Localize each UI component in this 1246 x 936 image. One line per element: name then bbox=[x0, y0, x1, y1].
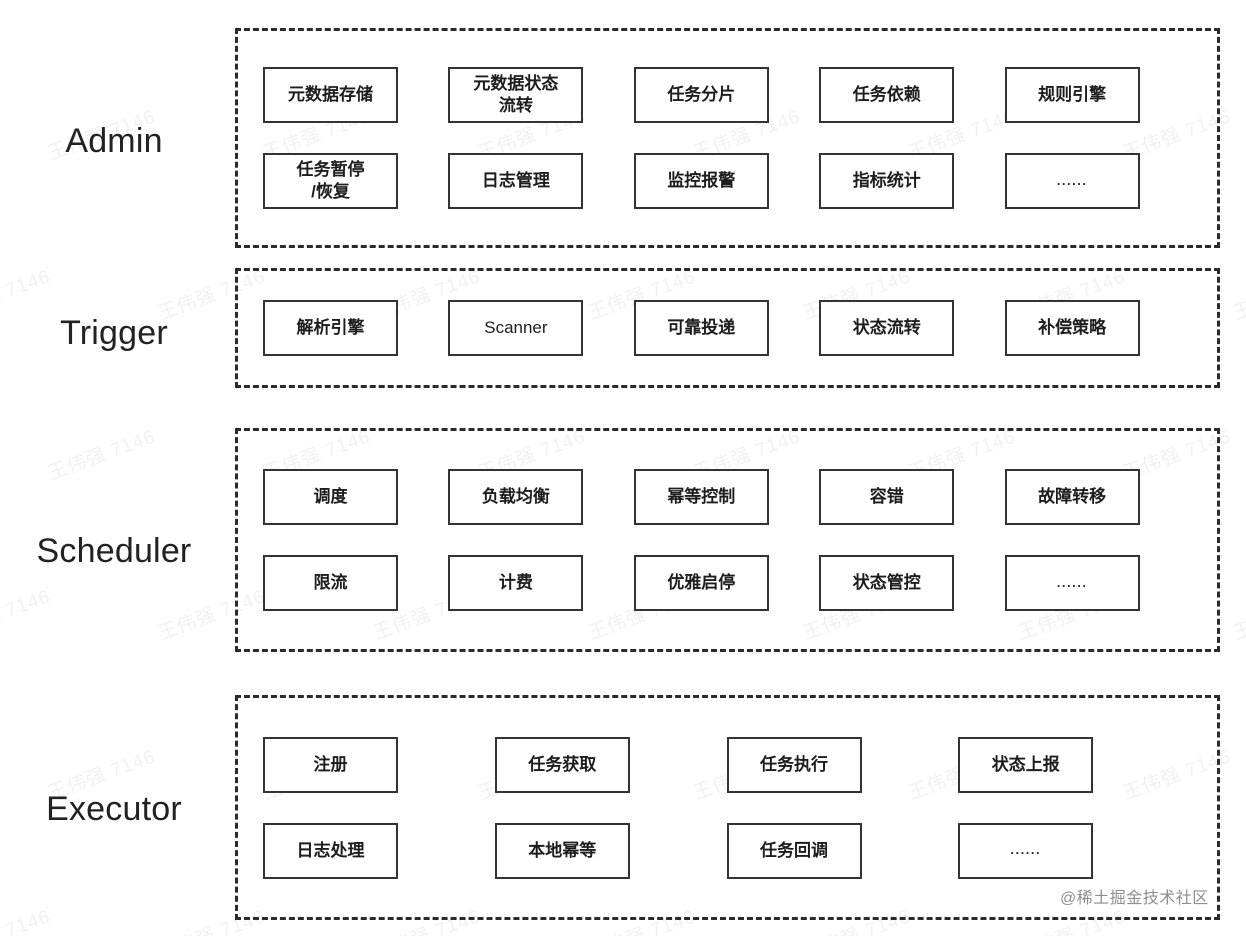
tier-row: 注册 任务获取 任务执行 状态上报 bbox=[263, 736, 1190, 793]
capability-node[interactable]: 日志管理 bbox=[448, 153, 584, 209]
node-cell: 容错 bbox=[819, 469, 1004, 525]
capability-node[interactable]: 任务执行 bbox=[726, 736, 862, 793]
node-cell: 日志管理 bbox=[448, 153, 633, 209]
tier-row: 日志处理 本地幂等 任务回调...... bbox=[263, 822, 1190, 879]
capability-node[interactable]: 负载均衡 bbox=[448, 469, 584, 525]
node-cell: 任务执行 bbox=[726, 736, 959, 793]
node-cell: 负载均衡 bbox=[448, 469, 633, 525]
node-cell: 补偿策略 bbox=[1004, 300, 1190, 356]
capability-node[interactable]: 任务获取 bbox=[494, 736, 630, 793]
node-cell: 元数据存储 bbox=[263, 67, 448, 123]
watermark-text: 王伟强 7146 bbox=[584, 0, 699, 5]
node-cell: 计费 bbox=[448, 555, 633, 611]
node-cell: 任务依赖 bbox=[819, 67, 1004, 123]
watermark-text: 王伟强 7146 bbox=[0, 0, 54, 5]
node-cell: 指标统计 bbox=[819, 153, 1004, 209]
watermark-text: 王伟强 7146 bbox=[1230, 266, 1246, 325]
node-cell: 任务暂停 /恢复 bbox=[263, 153, 448, 209]
watermark-text: 王伟强 7146 bbox=[1230, 586, 1246, 645]
node-cell: 任务回调 bbox=[726, 822, 959, 879]
capability-node[interactable]: 元数据状态 流转 bbox=[448, 67, 584, 123]
capability-node[interactable]: 限流 bbox=[263, 555, 398, 611]
capability-node[interactable]: 任务回调 bbox=[726, 822, 862, 879]
node-cell: 故障转移 bbox=[1004, 469, 1190, 525]
capability-node[interactable]: 补偿策略 bbox=[1004, 300, 1140, 356]
capability-node[interactable]: 故障转移 bbox=[1004, 469, 1140, 525]
capability-node[interactable]: 元数据存储 bbox=[263, 67, 398, 123]
node-cell: 任务获取 bbox=[494, 736, 727, 793]
node-cell: Scanner bbox=[448, 300, 633, 356]
node-cell: 注册 bbox=[263, 736, 495, 793]
capability-node[interactable]: 状态管控 bbox=[819, 555, 955, 611]
node-cell: ...... bbox=[1004, 153, 1190, 209]
tier-row: 任务暂停 /恢复日志管理监控报警指标统计...... bbox=[263, 153, 1190, 209]
capability-node[interactable]: 状态流转 bbox=[819, 300, 955, 356]
capability-node[interactable]: 状态上报 bbox=[958, 736, 1094, 793]
node-cell: ...... bbox=[1004, 555, 1190, 611]
capability-node[interactable]: ...... bbox=[958, 822, 1094, 879]
tier-row: 元数据存储元数据状态 流转任务分片任务依赖规则引擎 bbox=[263, 67, 1190, 123]
watermark-text: 王伟强 7146 bbox=[1229, 0, 1246, 5]
watermark-text: 王伟强 7146 bbox=[154, 0, 269, 5]
capability-node[interactable]: 本地幂等 bbox=[494, 822, 630, 879]
community-credit: @稀土掘金技术社区 bbox=[1060, 890, 1209, 907]
capability-node[interactable]: 规则引擎 bbox=[1004, 67, 1140, 123]
node-cell: 优雅启停 bbox=[633, 555, 819, 611]
capability-node[interactable]: ...... bbox=[1004, 555, 1140, 611]
capability-node[interactable]: 任务依赖 bbox=[819, 67, 955, 123]
tier-container-admin: 元数据存储元数据状态 流转任务分片任务依赖规则引擎任务暂停 /恢复日志管理监控报… bbox=[235, 28, 1220, 248]
capability-node[interactable]: ...... bbox=[1004, 153, 1140, 209]
watermark-text: 王伟强 7146 bbox=[0, 906, 54, 936]
node-cell: 状态上报 bbox=[958, 736, 1190, 793]
node-cell: 调度 bbox=[263, 469, 448, 525]
node-cell: 状态管控 bbox=[819, 555, 1004, 611]
tier-label-scheduler: Scheduler bbox=[36, 532, 192, 570]
capability-node[interactable]: 监控报警 bbox=[633, 153, 769, 209]
capability-node[interactable]: 日志处理 bbox=[263, 822, 398, 879]
tier-label-admin: Admin bbox=[65, 122, 163, 160]
capability-node[interactable]: 指标统计 bbox=[819, 153, 955, 209]
watermark-text: 王伟强 7146 bbox=[369, 0, 484, 5]
capability-node[interactable]: 幂等控制 bbox=[633, 469, 769, 525]
capability-node[interactable]: 可靠投递 bbox=[633, 300, 769, 356]
capability-node[interactable]: 任务暂停 /恢复 bbox=[263, 153, 398, 209]
node-cell: 任务分片 bbox=[633, 67, 819, 123]
node-cell: ...... bbox=[958, 822, 1190, 879]
capability-node[interactable]: 注册 bbox=[263, 736, 398, 793]
node-cell: 规则引擎 bbox=[1004, 67, 1190, 123]
node-cell: 元数据状态 流转 bbox=[448, 67, 633, 123]
node-cell: 状态流转 bbox=[819, 300, 1004, 356]
capability-node[interactable]: 任务分片 bbox=[633, 67, 769, 123]
capability-node[interactable]: 优雅启停 bbox=[633, 555, 769, 611]
watermark-text: 王伟强 7146 bbox=[45, 426, 159, 485]
node-cell: 本地幂等 bbox=[494, 822, 727, 879]
capability-node[interactable]: 容错 bbox=[819, 469, 955, 525]
node-cell: 幂等控制 bbox=[633, 469, 819, 525]
tier-row: 限流计费优雅启停状态管控...... bbox=[263, 555, 1190, 611]
watermark-text: 王伟强 7146 bbox=[1229, 902, 1246, 936]
capability-node[interactable]: 计费 bbox=[448, 555, 584, 611]
watermark-text: 王伟强 7146 bbox=[799, 0, 914, 5]
tier-row: 调度负载均衡幂等控制容错故障转移 bbox=[263, 469, 1190, 525]
tier-container-executor: 注册 任务获取 任务执行 状态上报日志处理 本地幂等 任务回调...... bbox=[235, 695, 1220, 920]
node-cell: 可靠投递 bbox=[633, 300, 819, 356]
capability-node[interactable]: 解析引擎 bbox=[263, 300, 398, 356]
tier-row: 解析引擎 Scanner 可靠投递状态流转补偿策略 bbox=[263, 300, 1190, 356]
capability-node[interactable]: Scanner bbox=[448, 300, 584, 356]
watermark-text: 王伟强 7146 bbox=[1014, 0, 1129, 5]
tier-container-trigger: 解析引擎 Scanner 可靠投递状态流转补偿策略 bbox=[235, 268, 1220, 388]
tier-label-trigger: Trigger bbox=[60, 314, 168, 352]
tier-label-executor: Executor bbox=[46, 790, 182, 828]
node-cell: 限流 bbox=[263, 555, 448, 611]
node-cell: 解析引擎 bbox=[263, 300, 448, 356]
capability-node[interactable]: 调度 bbox=[263, 469, 398, 525]
node-cell: 日志处理 bbox=[263, 822, 495, 879]
watermark-text: 王伟强 7146 bbox=[0, 586, 54, 645]
tier-container-scheduler: 调度负载均衡幂等控制容错故障转移限流计费优雅启停状态管控...... bbox=[235, 428, 1220, 652]
node-cell: 监控报警 bbox=[633, 153, 819, 209]
